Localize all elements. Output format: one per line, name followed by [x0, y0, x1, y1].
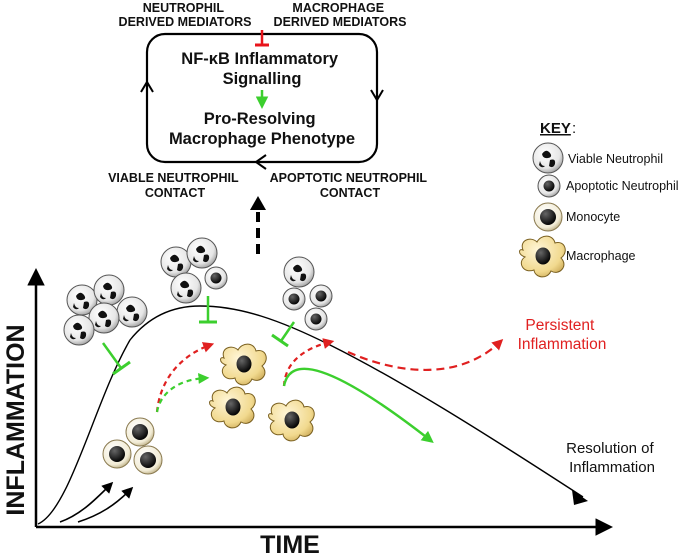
green-inhibit-bar-1: [112, 360, 131, 376]
viable-neutrophil: [160, 246, 192, 278]
label-persistent-inflammation: Persistent Inflammation: [518, 317, 607, 353]
y-axis-label: INFLAMMATION: [2, 324, 30, 515]
loop-arrowhead-right: [370, 89, 384, 102]
key-label-monocyte: Monocyte: [566, 210, 620, 224]
green-arrow-right: [282, 367, 434, 443]
macrophage: [220, 343, 267, 386]
persistent-arrow: [347, 338, 504, 371]
macrophage: [209, 386, 256, 429]
key-monocyte-icon: [533, 202, 563, 232]
apoptotic-neutrophil: [282, 287, 306, 311]
viable-neutrophil: [170, 272, 202, 304]
viable-neutrophil: [116, 296, 148, 328]
green-inhibit-3: [279, 321, 296, 342]
key-macrophage-icon: [519, 235, 566, 278]
key-viable-neutrophil-icon: [532, 142, 564, 174]
key-label-viable: Viable Neutrophil: [568, 152, 663, 166]
monocyte-2: [102, 439, 132, 469]
loop-arrowhead-bottom: [254, 154, 267, 170]
apoptotic-neutrophil: [304, 307, 328, 331]
green-arrow-mid: [155, 372, 210, 413]
key-label-apoptotic: Apoptotic Neutrophil: [566, 179, 679, 193]
monocyte-3: [133, 445, 163, 475]
key-title: KEY: [540, 120, 571, 137]
red-dashed-arrow-right: [282, 338, 335, 387]
resolution-arrowhead: [572, 490, 588, 505]
label-apoptotic-contact: APOPTOTIC NEUTROPHIL CONTACT: [270, 171, 431, 200]
key-apoptotic-neutrophil-icon: [537, 174, 561, 198]
apoptotic-neutrophil: [204, 266, 228, 290]
viable-neutrophil: [63, 314, 95, 346]
label-pro-resolving-phenotype: Pro-Resolving Macrophage Phenotype: [169, 110, 355, 148]
viable-neutrophil: [93, 274, 125, 306]
monocyte-1: [125, 417, 155, 447]
red-dashed-arrow-mid: [155, 342, 215, 413]
label-neutrophil-mediators: NEUTROPHIL DERIVED MEDIATORS: [119, 1, 252, 29]
recruit-arrow-1: [59, 481, 114, 523]
macrophage: [268, 399, 315, 442]
key-title-colon: :: [572, 120, 576, 137]
label-macrophage-mediators: MACROPHAGE DERIVED MEDIATORS: [274, 1, 407, 29]
dashed-arrow-head: [250, 196, 266, 210]
key-label-macrophage: Macrophage: [566, 249, 636, 263]
label-viable-contact: VIABLE NEUTROPHIL CONTACT: [108, 171, 242, 200]
recruit-arrow-2: [77, 486, 134, 523]
x-axis-label: TIME: [260, 531, 320, 557]
loop-arrowhead-left: [140, 80, 154, 93]
green-inhibit-bar-3: [271, 333, 289, 348]
apoptotic-neutrophil: [309, 284, 333, 308]
label-resolution-of-inflammation: Resolution of Inflammation: [566, 440, 658, 476]
viable-neutrophil: [186, 237, 218, 269]
inflammation-curve: [37, 305, 584, 525]
label-nfkb-signalling: NF-κB Inflammatory Signalling: [181, 50, 342, 88]
viable-neutrophil: [283, 256, 315, 288]
green-inhibit-1: [101, 342, 123, 369]
